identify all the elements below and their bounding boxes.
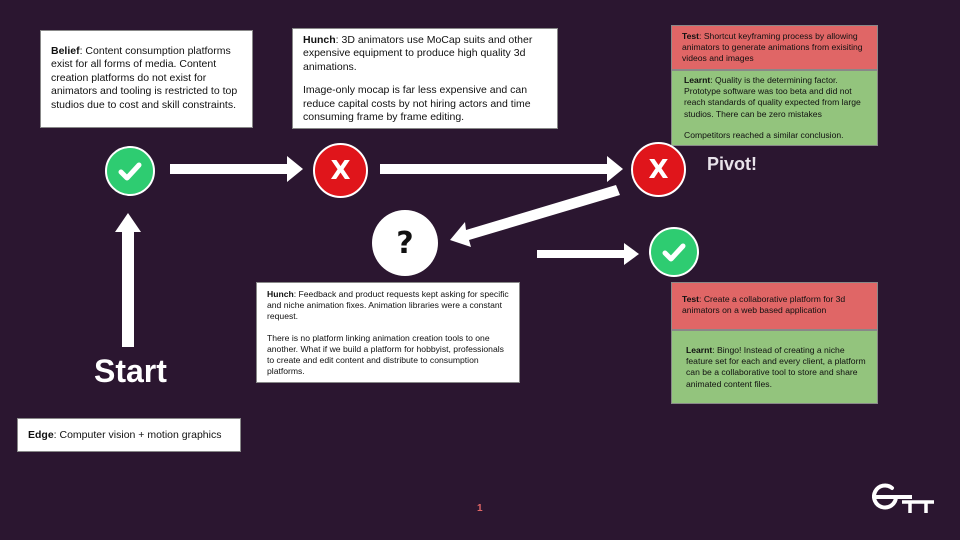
hunch-1-text: Hunch: 3D animators use MoCap suits and …	[303, 34, 533, 73]
test-box-1: Test: Shortcut keyframing process by all…	[671, 25, 878, 70]
x-mark-2: X	[648, 154, 669, 185]
arrow-right-1	[170, 156, 303, 182]
arrow-right-3	[537, 243, 639, 265]
x-mark-1: X	[330, 155, 351, 186]
arrow-up	[115, 213, 141, 347]
test-1-text: Test: Shortcut keyframing process by all…	[682, 31, 863, 64]
check-circle-1	[105, 146, 155, 196]
learnt-1-text-2: Competitors reached a similar conclusion…	[684, 129, 844, 140]
test-2-text: Test: Create a collaborative platform fo…	[682, 294, 846, 316]
page-number: 1	[477, 503, 483, 514]
check-icon	[118, 162, 142, 181]
fail-circle-2: X	[631, 142, 686, 197]
question-circle: ?	[372, 210, 438, 276]
hunch-2-text-2: There is no platform linking animation c…	[267, 332, 504, 377]
learnt-1-text: Learnt: Quality is the determining facto…	[684, 75, 861, 119]
belief-text: Belief: Content consumption platforms ex…	[51, 45, 238, 111]
test-box-2: Test: Create a collaborative platform fo…	[671, 282, 878, 330]
hunch-box-2: Hunch: Feedback and product requests kep…	[256, 282, 520, 383]
fail-circle-1: X	[313, 143, 368, 198]
learnt-2-text: Learnt: Bingo! Instead of creating a nic…	[686, 345, 866, 389]
brand-logo	[872, 483, 934, 513]
learnt-box-2: Learnt: Bingo! Instead of creating a nic…	[671, 330, 878, 404]
hunch-2-text: Hunch: Feedback and product requests kep…	[267, 289, 509, 322]
start-label: Start	[94, 353, 167, 389]
belief-box: Belief: Content consumption platforms ex…	[40, 30, 253, 128]
pivot-label: Pivot!	[707, 154, 758, 174]
edge-text: Edge: Computer vision + motion graphics	[28, 429, 222, 441]
hunch-1-text-2: Image-only mocap is far less expensive a…	[303, 84, 531, 124]
check-icon	[662, 243, 686, 262]
learnt-box-1: Learnt: Quality is the determining facto…	[671, 70, 878, 146]
hunch-box-1: Hunch: 3D animators use MoCap suits and …	[292, 28, 558, 129]
arrow-right-2	[380, 156, 623, 182]
edge-box: Edge: Computer vision + motion graphics	[17, 418, 241, 452]
check-circle-2	[649, 227, 699, 277]
question-mark: ?	[396, 225, 414, 261]
arrow-diagonal	[450, 185, 620, 247]
